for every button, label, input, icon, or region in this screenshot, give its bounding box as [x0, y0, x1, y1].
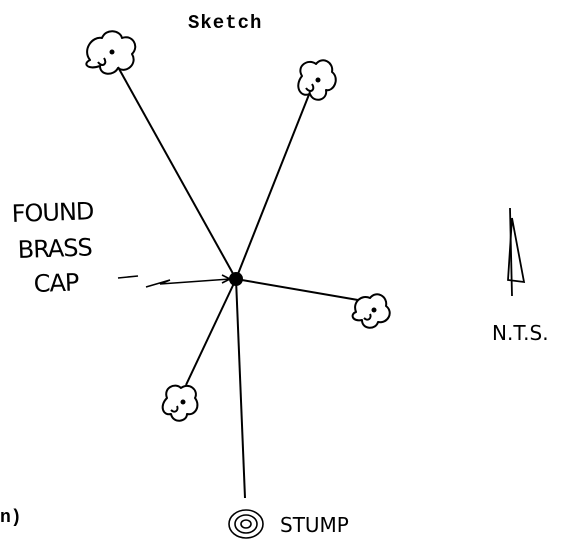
- scale-note: N.T.S.: [492, 321, 549, 345]
- cropped-text-fragment: n): [0, 508, 22, 528]
- tree-cloud-icon: [351, 293, 391, 329]
- found-label-line3: CAP: [33, 268, 79, 298]
- tree-cloud-icon: [85, 30, 137, 75]
- line-to-tree-nw: [117, 66, 237, 280]
- brass-cap-dot-icon: [229, 272, 243, 286]
- found-label-line2: BRASS: [17, 233, 92, 264]
- line-to-tree-ne: [235, 91, 311, 280]
- sketch-title: Sketch: [188, 12, 263, 34]
- line-to-stump: [235, 278, 246, 499]
- north-arrow-icon: [507, 207, 526, 297]
- tree-cloud-icon: [297, 59, 337, 101]
- bearing-lines: [117, 66, 359, 499]
- stump-label: STUMP: [280, 513, 349, 537]
- line-to-tree-sw: [185, 278, 237, 386]
- found-label-line1: FOUND: [11, 197, 94, 228]
- tree-cloud-icon: [161, 384, 199, 422]
- stump-rings-icon: [228, 509, 264, 539]
- brass-cap-arrow: [117, 274, 232, 288]
- line-to-tree-e: [235, 278, 359, 301]
